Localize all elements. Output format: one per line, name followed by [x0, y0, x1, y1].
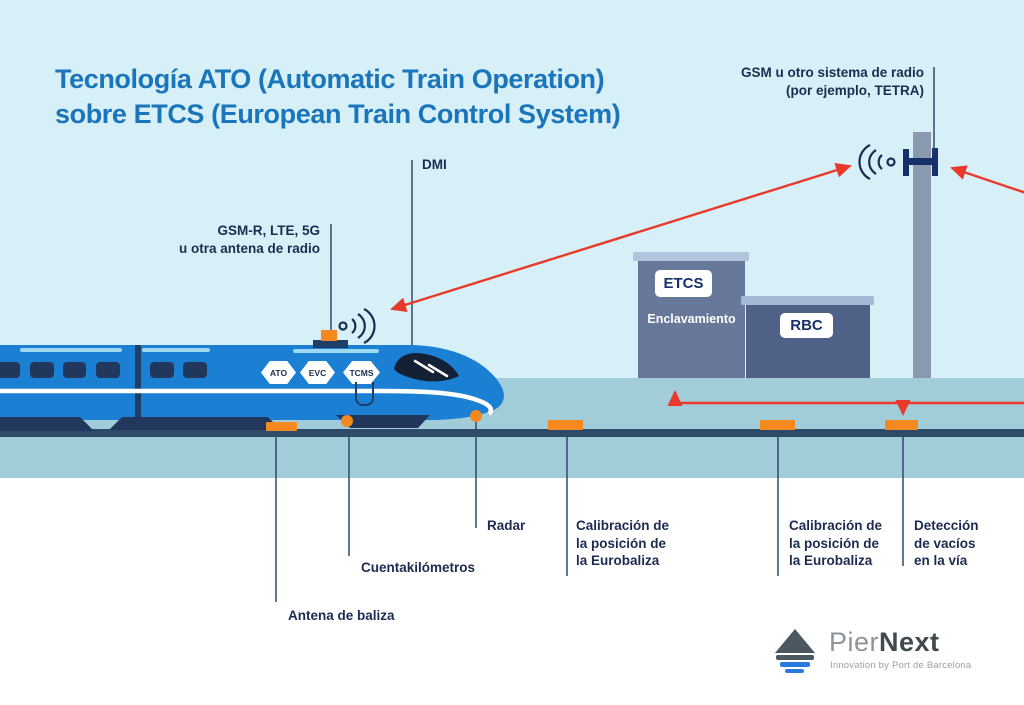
calibracion-2-label: Calibración de la posición de la Eurobal…: [789, 517, 882, 570]
deteccion-line1: Detección: [914, 518, 979, 533]
radar-label: Radar: [487, 518, 526, 533]
train-side-stripe: [0, 388, 494, 416]
rail-line: [0, 429, 1024, 437]
piernext-logo-icon: [775, 629, 815, 653]
page-title: Tecnología ATO (Automatic Train Operatio…: [55, 62, 621, 132]
antena-baliza-label: Antena de baliza: [288, 608, 395, 623]
cuentakilometros-label: Cuentakilómetros: [361, 560, 476, 575]
train-roof-stripes: [20, 348, 379, 353]
logo-bar-3: [785, 669, 804, 673]
train-antenna-icon: [321, 330, 337, 341]
eurobalise-1: [548, 420, 583, 430]
tower-antenna-crossbar-icon: [903, 158, 938, 165]
deteccion-line3: en la vía: [914, 553, 968, 568]
gsm-r-label-line1: GSM-R, LTE, 5G: [217, 223, 320, 238]
gsm-tower-label: GSM u otro sistema de radio (por ejemplo…: [741, 64, 924, 99]
rbc-badge: RBC: [780, 313, 833, 338]
train-body: [0, 345, 504, 420]
calibracion-2-line3: la Eurobaliza: [789, 553, 873, 568]
odometer-sensor-dot: [341, 415, 353, 427]
train-illustration: [0, 345, 504, 431]
evc-hexagon-badge: EVC: [300, 361, 335, 384]
gsm-tower-label-line1: GSM u otro sistema de radio: [740, 65, 924, 80]
title-line-1: Tecnología ATO (Automatic Train Operatio…: [55, 64, 605, 94]
logo-pier-text: Pier: [829, 627, 880, 657]
logo-bar-1: [776, 655, 814, 660]
balise-antenna-under-train: [266, 422, 297, 431]
ato-hexagon-badge: ATO: [261, 361, 296, 384]
logo-next-text: Next: [879, 627, 940, 657]
calibracion-2-line1: Calibración de: [789, 518, 883, 533]
train-windows: [0, 362, 207, 378]
eurobalise-2: [760, 420, 795, 430]
title-line-2: sobre ETCS (European Train Control Syste…: [55, 99, 621, 129]
calibracion-1-line2: la posición de: [576, 535, 667, 551]
piernext-wordmark: PierNext: [829, 627, 940, 658]
enclavamiento-label: Enclavamiento: [647, 312, 736, 326]
deteccion-label: Detección de vacíos en la vía: [914, 517, 979, 570]
deteccion-line2: de vacíos: [914, 535, 976, 551]
ato-badge-label: ATO: [269, 367, 288, 378]
train-to-tower-arrow: [390, 163, 852, 312]
dmi-label: DMI: [422, 157, 447, 172]
gsm-tower-label-line2: (por ejemplo, TETRA): [786, 82, 924, 98]
logo-tagline: Innovation by Port de Barcelona: [830, 660, 972, 671]
logo-bar-2: [780, 662, 810, 667]
evc-badge-label: EVC: [308, 367, 327, 378]
calibracion-1-line3: la Eurobaliza: [576, 553, 660, 568]
offscreen-to-tower-arrow: [950, 165, 1024, 194]
train-bogies: [0, 415, 430, 431]
tcms-hexagon-badge: TCMS: [343, 361, 380, 384]
gsm-r-label-line2: u otra antena de radio: [178, 240, 320, 256]
radio-tower-pole: [913, 132, 931, 378]
tower-radio-waves-icon: [858, 144, 896, 180]
train-car-separator: [135, 345, 141, 420]
train-antenna-base: [313, 340, 348, 348]
eurobalise-3: [885, 420, 918, 430]
radio-link-arrows: [390, 163, 1024, 416]
tcms-connector-bracket: [355, 382, 374, 406]
radar-sensor-dot: [470, 410, 482, 422]
calibracion-2-line2: la posición de: [789, 535, 880, 551]
tcms-badge-label: TCMS: [349, 367, 374, 378]
windshield-glare-icon: [413, 359, 449, 378]
rbc-badge-label: RBC: [790, 317, 823, 334]
calibracion-1-line1: Calibración de: [576, 518, 670, 533]
track-to-enclavamiento-arrow: [667, 390, 1024, 406]
train-radio-waves-icon: [338, 308, 376, 344]
leader-lines: [275, 67, 935, 602]
calibracion-1-label: Calibración de la posición de la Eurobal…: [576, 517, 669, 570]
gsm-r-label: GSM-R, LTE, 5G u otra antena de radio: [179, 222, 320, 257]
